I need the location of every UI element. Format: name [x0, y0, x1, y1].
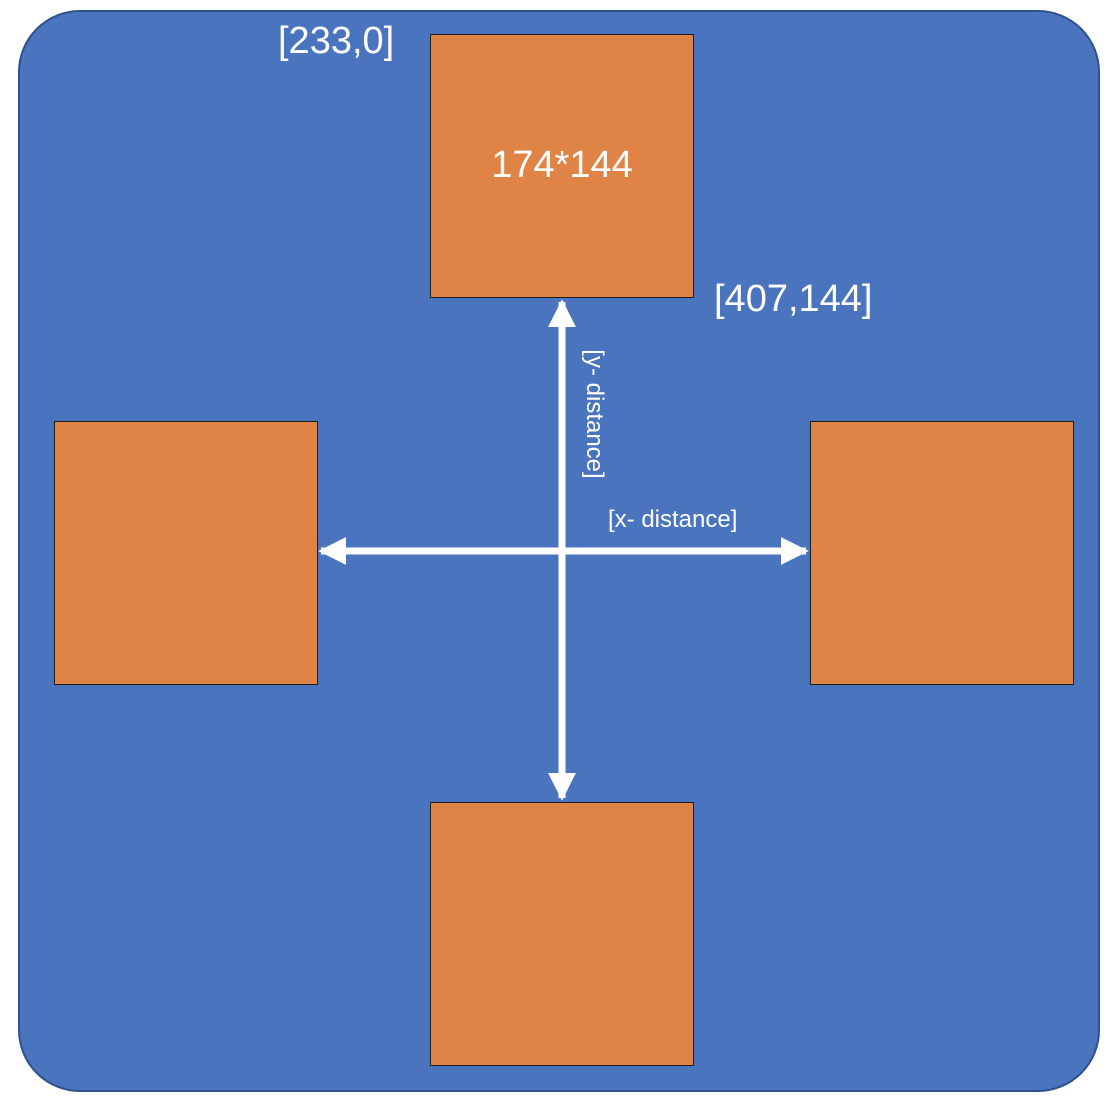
box-size-label: 174*144	[491, 143, 633, 186]
y-distance-label: [y- distance]	[581, 349, 608, 479]
top-left-coordinate: [233,0]	[278, 20, 395, 62]
x-distance-label: [x- distance]	[608, 506, 738, 533]
left-box	[54, 421, 318, 685]
bottom-right-coordinate: [407,144]	[714, 278, 873, 320]
bottom-box	[430, 802, 694, 1066]
top-box: 174*144	[430, 34, 694, 298]
right-box	[810, 421, 1074, 685]
